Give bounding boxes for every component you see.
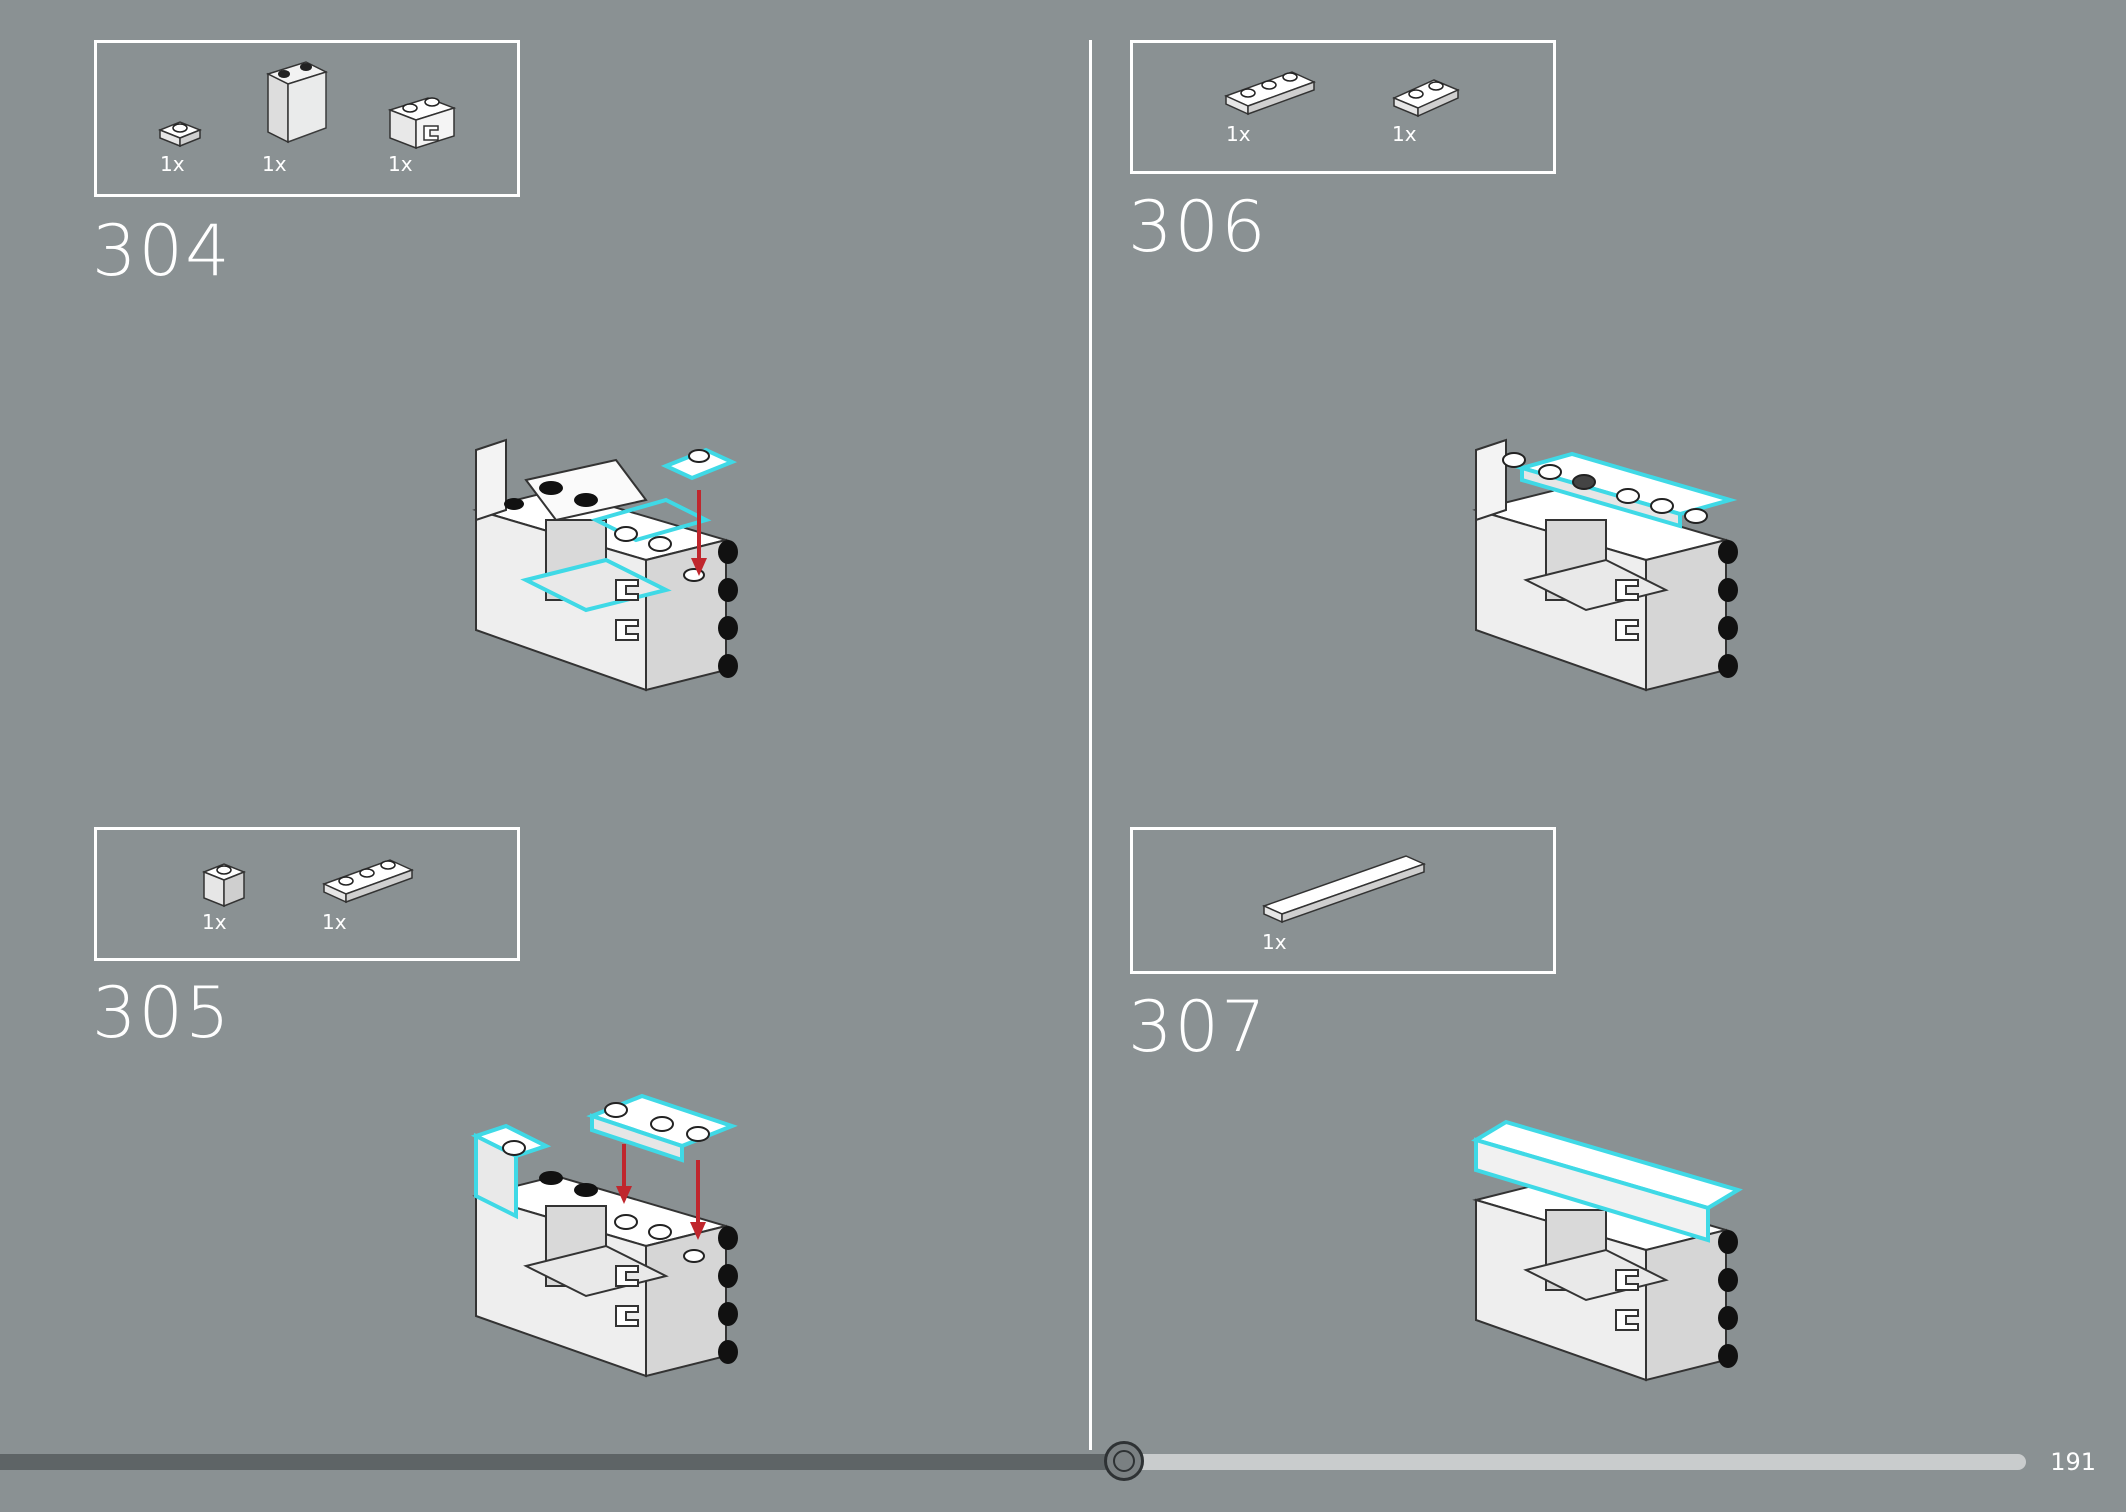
parts-callout-304 <box>94 40 520 197</box>
part-qty: 1x <box>160 152 185 176</box>
assembly-model-305 <box>470 1093 738 1378</box>
plate-1x3-icon <box>322 859 414 904</box>
part-qty: 1x <box>1262 930 1287 954</box>
part-qty: 1x <box>322 910 347 934</box>
brick-clip-icon <box>387 97 457 150</box>
step-number: 304 <box>92 210 232 292</box>
plate-1x3-icon <box>1224 71 1316 116</box>
part-qty: 1x <box>202 910 227 934</box>
assembly-model-307 <box>1471 1119 1743 1382</box>
assembly-model-306 <box>1472 438 1738 692</box>
plate-1x2-icon <box>1392 79 1460 118</box>
step-number: 305 <box>92 972 232 1054</box>
part-qty: 1x <box>388 152 413 176</box>
progress-handle[interactable] <box>1104 1441 1144 1481</box>
progress-fill <box>0 1454 1124 1470</box>
step-number: 307 <box>1128 986 1268 1068</box>
brick-1x1-icon <box>201 863 247 908</box>
step-number: 306 <box>1128 186 1268 268</box>
parts-callout-305 <box>94 827 520 961</box>
plate-1x1-icon <box>157 121 203 148</box>
tile-1x6-icon <box>1261 855 1427 924</box>
part-qty: 1x <box>1226 122 1251 146</box>
parts-callout-307 <box>1130 827 1556 974</box>
page-divider <box>1089 40 1092 1450</box>
parts-callout-306 <box>1130 40 1556 174</box>
panel-1x2x2-icon <box>266 61 328 144</box>
page-number: 191 <box>2050 1448 2096 1476</box>
part-qty: 1x <box>1392 122 1417 146</box>
assembly-model-304 <box>472 438 738 692</box>
part-qty: 1x <box>262 152 287 176</box>
